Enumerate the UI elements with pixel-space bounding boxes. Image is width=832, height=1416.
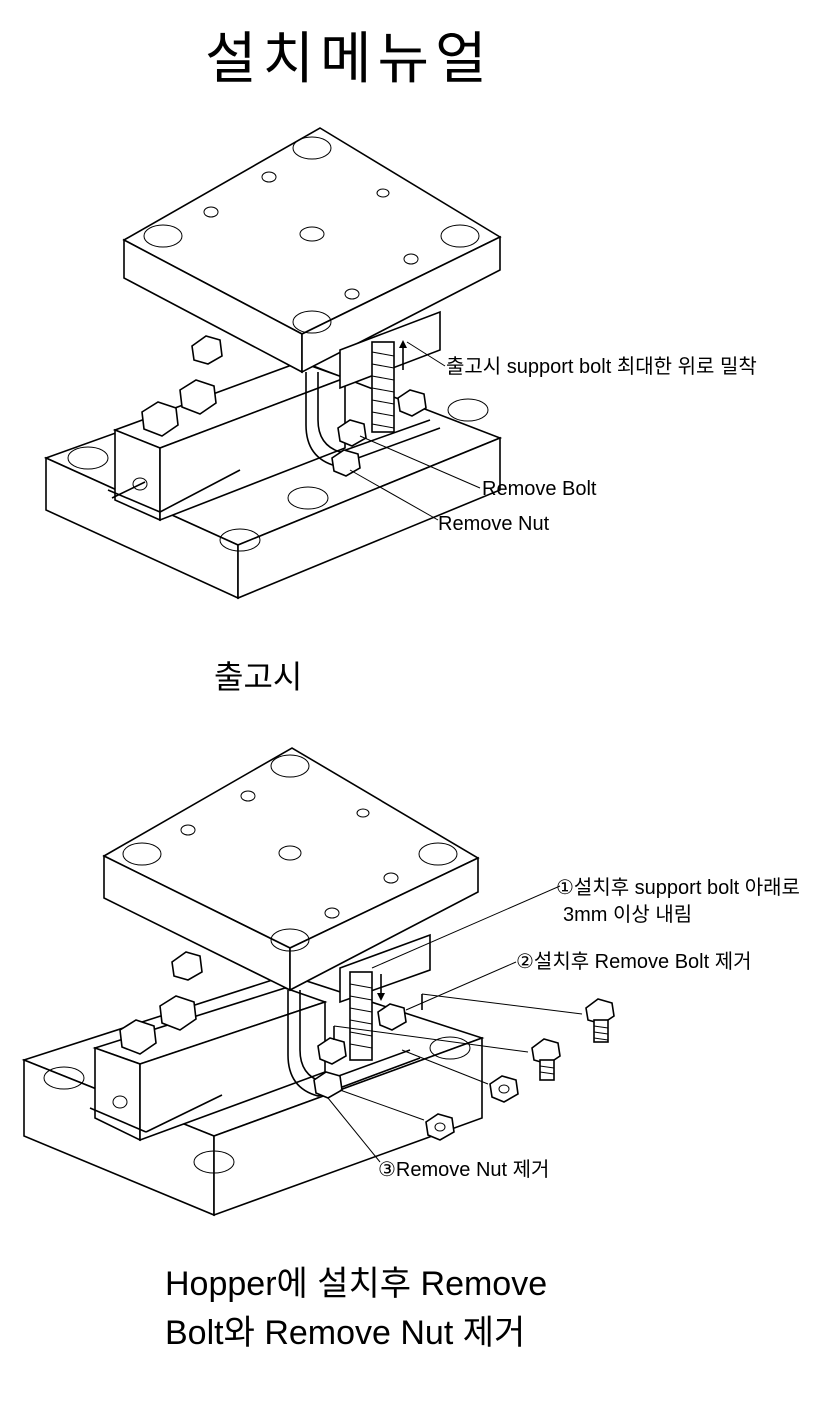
arrow-bolt-a [421, 993, 583, 1015]
page-title: 설치메뉴얼 [205, 27, 493, 90]
callout-support-bolt: 출고시 support bolt 최대한 위로 밀착 [446, 355, 757, 378]
leader-remove-nut [349, 469, 439, 521]
remove-bolt-2 [317, 1003, 407, 1065]
figure1-caption: 출고시 [214, 659, 302, 695]
top-plate-2 [102, 747, 480, 992]
support-bolt [371, 341, 395, 433]
removed-nut-b [425, 1113, 455, 1141]
leader-step2 [405, 961, 517, 1011]
callout-step1-line2: 3mm 이상 내림 [563, 903, 692, 926]
down-arrow-head-icon [377, 993, 385, 1001]
leader-remove-bolt [359, 435, 481, 489]
callout-step3: ③Remove Nut 제거 [378, 1158, 549, 1181]
top-plate [122, 127, 502, 374]
leader-step3 [327, 1097, 381, 1163]
arrow-nut-a [401, 1049, 489, 1085]
figure2-caption-line2: Bolt와 Remove Nut 제거 [165, 1314, 525, 1352]
remove-nut-1 [331, 449, 361, 477]
remove-nut-2 [313, 1071, 343, 1099]
callout-remove-nut: Remove Nut [438, 513, 550, 535]
callout-remove-bolt: Remove Bolt [482, 478, 597, 500]
leader-support-bolt [406, 341, 446, 367]
removed-bolt-b [531, 1038, 561, 1081]
callout-step2: ②설치후 Remove Bolt 제거 [516, 950, 752, 973]
hex-bolt-left-2 [119, 951, 203, 1055]
callout-step1-line1: ①설치후 support bolt 아래로 [556, 876, 800, 899]
removed-nut-a [489, 1075, 519, 1103]
removed-bolt-a [585, 998, 615, 1043]
figure-installed-state: ①설치후 support bolt 아래로 3mm 이상 내림 ②설치후 Rem… [21, 747, 800, 1217]
arrow-bolt-b [333, 1025, 529, 1053]
figure2-caption-line1: Hopper에 설치후 Remove [165, 1265, 547, 1303]
remove-bolt-1 [337, 389, 427, 447]
hex-bolt-left [141, 335, 223, 437]
arrow-nut-b [339, 1089, 425, 1121]
support-bolt-2 [349, 971, 373, 1061]
up-arrow-head-icon [399, 340, 407, 348]
figure-shipping-state: 출고시 support bolt 최대한 위로 밀착 Remove Bolt R… [43, 127, 757, 600]
leader-step1 [371, 885, 561, 969]
